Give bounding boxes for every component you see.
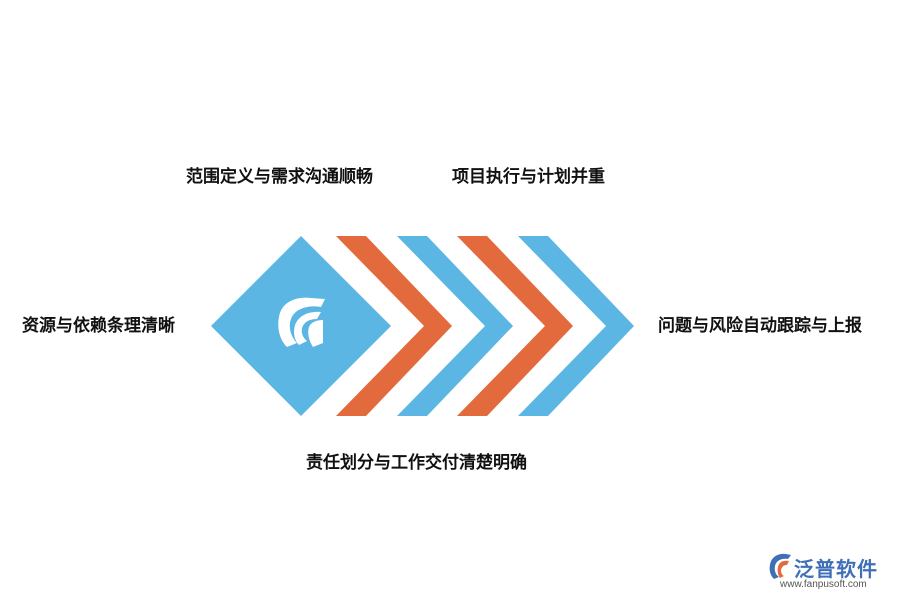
label-top-right: 项目执行与计划并重	[452, 167, 605, 187]
watermark: 泛普软件 www.fanpusoft.com	[768, 551, 892, 595]
watermark-brand: 泛普软件	[794, 557, 878, 581]
label-left: 资源与依赖条理清晰	[22, 316, 175, 336]
chevron-orange-2	[457, 236, 573, 416]
label-right: 问题与风险自动跟踪与上报	[658, 316, 862, 336]
fanpu-logo-icon	[278, 297, 325, 347]
chevron-blue-3	[518, 236, 634, 416]
watermark-url: www.fanpusoft.com	[780, 579, 867, 590]
chevron-blue-2	[397, 236, 513, 416]
label-bottom: 责任划分与工作交付清楚明确	[306, 453, 527, 473]
label-top-left: 范围定义与需求沟通顺畅	[186, 167, 373, 187]
watermark-logo-icon	[769, 553, 791, 579]
chevron-orange-1	[336, 236, 452, 416]
